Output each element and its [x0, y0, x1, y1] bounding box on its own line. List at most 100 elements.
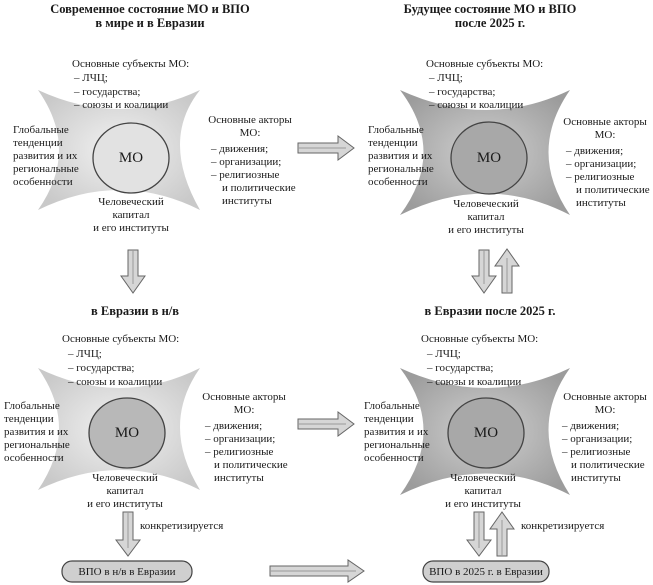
actor-item: – движения; [562, 420, 620, 432]
subject-item: – государства; [429, 86, 496, 98]
trends-line: особенности [368, 176, 428, 188]
capital-line: и его институты [93, 222, 169, 234]
actor-item: – религиозные [562, 446, 631, 458]
heading-eurasia-2025: в Евразии после 2025 г. [424, 304, 556, 318]
arrow-up-right [494, 248, 520, 294]
trends-line: тенденции [368, 137, 418, 149]
subjects-title: Основные субъекты МО: [62, 333, 180, 345]
concretizes-label-left: конкретизируется [140, 520, 224, 532]
actor-item: – организации; [562, 433, 633, 445]
actors-title: МО: [594, 129, 616, 141]
subject-item: – государства; [68, 362, 135, 374]
actors-title: Основные акторы [208, 114, 292, 126]
capital-line: Человеческий [92, 472, 158, 484]
actor-item: – движения; [566, 145, 624, 157]
trends-line: региональные [13, 163, 79, 175]
heading-eurasia-now: в Евразии в н/в [90, 304, 180, 318]
pill-box-left [61, 560, 193, 583]
actor-item: – движения; [211, 143, 269, 155]
actor-item: институты [214, 472, 264, 484]
arrow-right-middle [297, 411, 355, 437]
trends-line: развития и их [4, 426, 69, 438]
actor-item: – религиозные [205, 446, 274, 458]
pill-box-right [422, 560, 550, 583]
actors-title: МО: [233, 404, 255, 416]
mo-label: МО [476, 150, 502, 166]
actors-title: Основные акторы [563, 391, 647, 403]
capital-line: капитал [467, 211, 505, 223]
actor-item: институты [222, 195, 272, 207]
mo-circle-bottom-left [88, 397, 166, 469]
capital-line: Человеческий [98, 196, 164, 208]
trends-line: тенденции [4, 413, 54, 425]
subject-item: – союзы и коалиции [74, 99, 169, 111]
capital-line: капитал [112, 209, 150, 221]
heading-future-line2: после 2025 г. [454, 16, 526, 30]
arrow-up-right-bottom [489, 511, 515, 557]
trends-line: особенности [4, 452, 64, 464]
trends-line: особенности [364, 452, 424, 464]
box-label-right: ВПО в 2025 г. в Евразии [429, 566, 543, 578]
capital-line: Человеческий [453, 198, 519, 210]
actor-item: – религиозные [211, 169, 280, 181]
mo-circle-top-right [450, 121, 528, 195]
capital-line: Человеческий [450, 472, 516, 484]
trends-line: региональные [4, 439, 70, 451]
actors-title: МО: [594, 404, 616, 416]
actor-item: и политические [576, 184, 650, 196]
actor-item: институты [571, 472, 621, 484]
trends-line: Глобальные [13, 124, 69, 136]
trends-line: региональные [368, 163, 434, 175]
arrow-down-left [120, 249, 146, 294]
trends-line: региональные [364, 439, 430, 451]
subject-item: – союзы и коалиции [427, 376, 522, 388]
actor-item: – организации; [205, 433, 276, 445]
arrow-down-right [471, 249, 497, 294]
box-label-left: ВПО в н/в в Евразии [78, 566, 176, 578]
capital-line: и его институты [448, 224, 524, 236]
trends-line: Глобальные [364, 400, 420, 412]
actor-item: и политические [571, 459, 645, 471]
arrow-down-left-bottom [115, 511, 141, 557]
subjects-title: Основные субъекты МО: [72, 58, 190, 70]
subjects-title: Основные субъекты МО: [421, 333, 539, 345]
capital-line: и его институты [445, 498, 521, 510]
actors-title: МО: [239, 127, 261, 139]
actors-title: Основные акторы [202, 391, 286, 403]
capital-line: капитал [464, 485, 502, 497]
subjects-title: Основные субъекты МО: [426, 58, 544, 70]
subject-item: – союзы и коалиции [68, 376, 163, 388]
actor-item: и политические [214, 459, 288, 471]
mo-circle-top-left [92, 122, 170, 194]
subject-item: – государства; [74, 86, 141, 98]
trends-line: развития и их [364, 426, 429, 438]
subject-item: – ЛЧЦ; [429, 72, 463, 84]
subject-item: – ЛЧЦ; [427, 348, 461, 360]
heading-future-line1: Будущее состояние МО и ВПО [403, 2, 577, 16]
arrow-right-top [297, 135, 355, 161]
trends-line: особенности [13, 176, 73, 188]
actors-title: Основные акторы [563, 116, 647, 128]
mo-label: МО [118, 150, 144, 166]
subject-item: – ЛЧЦ; [74, 72, 108, 84]
mo-label: МО [473, 425, 499, 441]
subject-item: – союзы и коалиции [429, 99, 524, 111]
subject-item: – государства; [427, 362, 494, 374]
trends-line: развития и их [368, 150, 433, 162]
actor-item: – религиозные [566, 171, 635, 183]
capital-line: капитал [106, 485, 144, 497]
trends-line: развития и их [13, 150, 78, 162]
heading-current-line2: в мире и в Евразии [95, 16, 205, 30]
actor-item: – движения; [205, 420, 263, 432]
trends-line: Глобальные [368, 124, 424, 136]
concretizes-label-right: конкретизируется [521, 520, 605, 532]
capital-line: и его институты [87, 498, 163, 510]
mo-label: МО [114, 425, 140, 441]
arrow-down-right-bottom [466, 511, 492, 557]
mo-circle-bottom-right [447, 397, 525, 469]
heading-current-line1: Современное состояние МО и ВПО [50, 2, 250, 16]
trends-line: Глобальные [4, 400, 60, 412]
actor-item: – организации; [211, 156, 282, 168]
actor-item: и политические [222, 182, 296, 194]
